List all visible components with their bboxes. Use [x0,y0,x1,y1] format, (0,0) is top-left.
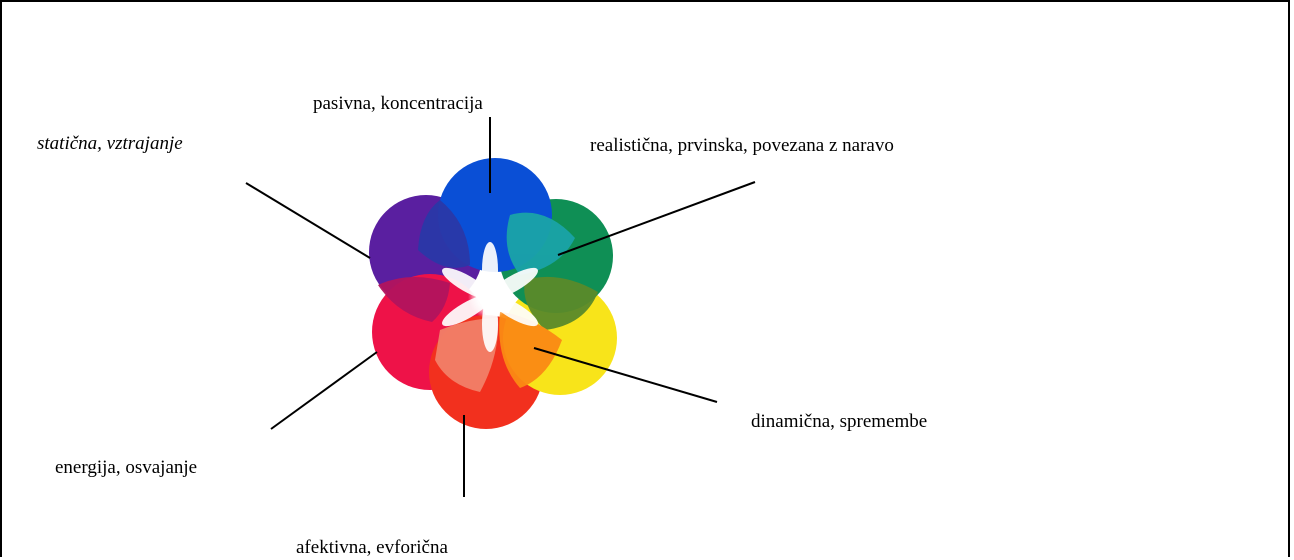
connector-bottom-left [270,351,378,430]
overlap-teal [506,212,575,275]
connector-top-right [557,181,756,256]
label-top: pasivna, koncentracija [313,93,483,114]
label-bottom: afektivna, evforična [296,537,448,558]
color-flower [369,158,617,429]
connector-right [533,347,718,403]
overlap-indigo [418,200,470,268]
overlap-orange [499,312,562,388]
label-right: dinamična, spremembe [751,411,928,432]
overlap-crimson [378,276,450,322]
label-bottom-left: energija, osvajanje [55,457,198,478]
connector-top-left [245,182,371,259]
label-top-right: realistična, prvinska, povezana z naravo [590,135,894,156]
overlap-olive [524,276,598,330]
label-top-left: statična, vztrajanje [37,133,183,154]
overlap-salmon [435,318,499,392]
